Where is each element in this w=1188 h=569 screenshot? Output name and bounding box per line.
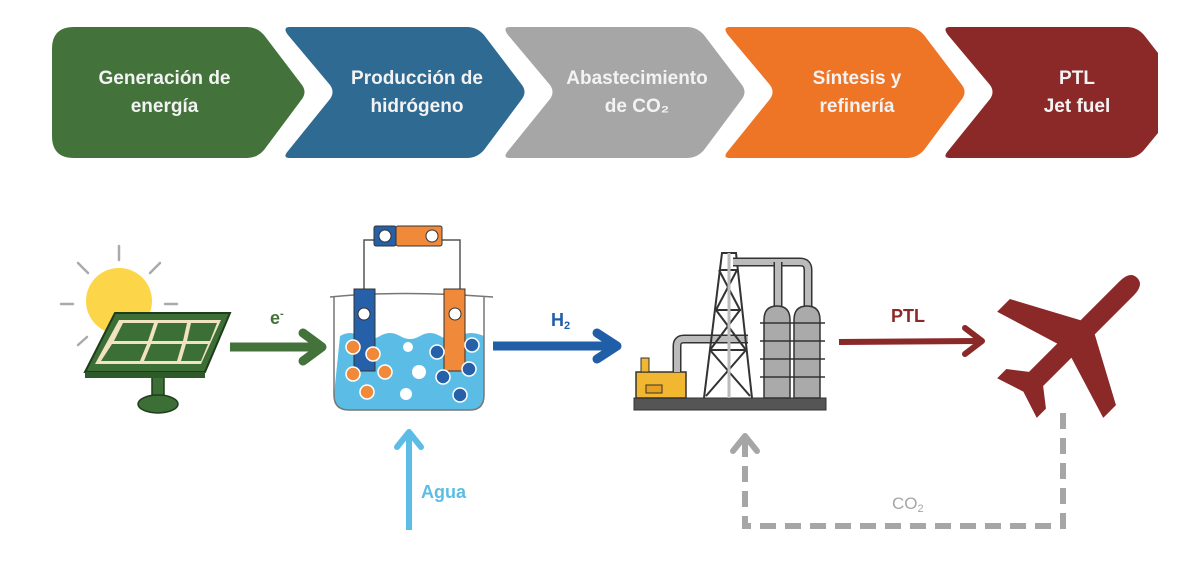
stage-label: Producción de hidrógeno [351, 67, 483, 117]
chevron-shape [52, 27, 305, 158]
chevron-shape [945, 27, 1158, 158]
stage-label: Síntesis y refinería [812, 67, 902, 117]
co2-label: CO2 [892, 494, 924, 515]
hydrogen-label-text: H [551, 310, 564, 330]
chevron-shape [725, 27, 965, 158]
electron-label-sup: - [280, 308, 284, 320]
stage-label: PTL Jet fuel [1043, 67, 1111, 117]
solar-panel-icon [83, 312, 232, 414]
stage-abastecimiento-co2: Abastecimiento de CO₂ [502, 27, 747, 158]
co2-label-sub: 2 [917, 503, 924, 515]
hydrogen-flow-arrow [493, 328, 622, 364]
hydrogen-label: H2 [551, 310, 570, 332]
stage-label: Abastecimiento de CO₂ [566, 67, 708, 117]
stage-ptl-jet-fuel: PTL Jet fuel [942, 27, 1162, 158]
electrolysis-beaker-icon [329, 225, 494, 411]
ptl-label: PTL [891, 306, 925, 326]
refinery-icon [633, 252, 827, 411]
chevron-shape [285, 27, 525, 158]
co2-return-arrow [730, 413, 1066, 529]
stage-sintesis-refineria: Síntesis y refinería [722, 27, 967, 158]
airplane-icon [997, 275, 1140, 418]
electron-label: e- [270, 308, 284, 329]
chevron-shape [505, 27, 745, 158]
co2-label-text: CO [892, 494, 918, 513]
water-label: Agua [421, 482, 466, 502]
stage-label: Generación de energía [98, 67, 231, 117]
stage-produccion-hidrogeno: Producción de hidrógeno [282, 27, 527, 158]
electron-label-text: e [270, 308, 281, 328]
stage-generacion-energia: Generación de energía [52, 27, 307, 158]
ptl-flow-arrow [838, 325, 985, 357]
electron-flow-arrow [230, 328, 327, 366]
water-flow-arrow [394, 429, 424, 530]
hydrogen-label-sub: 2 [564, 320, 571, 332]
